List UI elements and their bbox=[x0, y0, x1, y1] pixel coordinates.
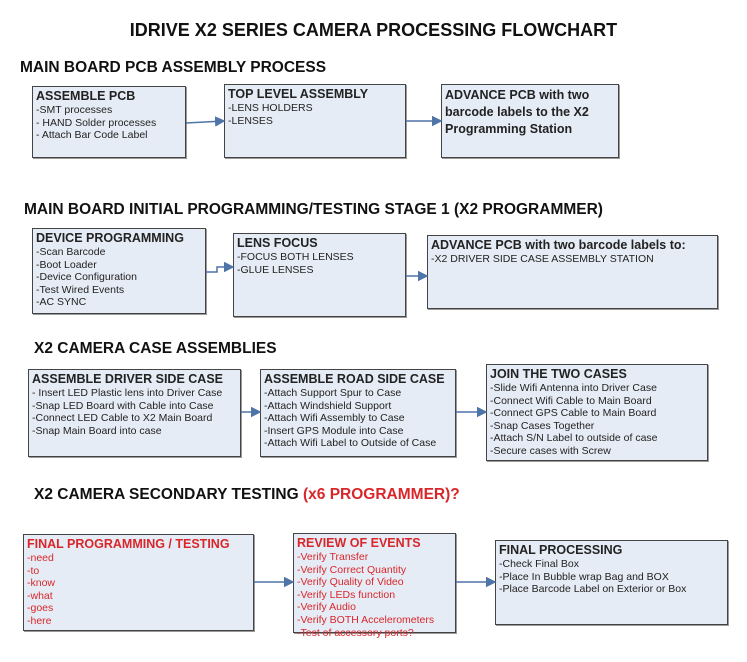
box-item: -FOCUS BOTH LENSES bbox=[237, 251, 354, 263]
box-item: -Verify Audio bbox=[297, 601, 356, 614]
process-box: TOP LEVEL ASSEMBLY-LENS HOLDERS-LENSES bbox=[224, 84, 406, 158]
page-title: IDRIVE X2 SERIES CAMERA PROCESSING FLOWC… bbox=[129, 20, 618, 40]
box-item: -Snap LED Board with Cable into Case bbox=[32, 399, 214, 412]
box-item: -Device Configuration bbox=[36, 271, 137, 284]
process-box: ASSEMBLE DRIVER SIDE CASE- Insert LED Pl… bbox=[28, 369, 241, 457]
box-item: -GLUE LENSES bbox=[237, 263, 314, 276]
box-item: -here bbox=[27, 614, 52, 627]
box-item: -Attach Wifi Label to Outside of Case bbox=[264, 437, 437, 450]
process-box: LENS FOCUS-FOCUS BOTH LENSES-GLUE LENSES bbox=[233, 233, 406, 317]
box-title: REVIEW OF EVENTS bbox=[297, 536, 421, 550]
section-heading: X2 CAMERA SECONDARY TESTING (x6 PROGRAMM… bbox=[34, 486, 460, 503]
box-item: -Connect Wifi Cable to Main Board bbox=[490, 394, 652, 407]
section-heading-red: (x6 PROGRAMMER)? bbox=[303, 486, 460, 503]
box-item: -Snap Cases Together bbox=[490, 419, 595, 432]
box-item: -what bbox=[27, 589, 53, 602]
box-item: -Verify LEDs function bbox=[297, 588, 396, 601]
box-item: -Test of accessory ports? bbox=[297, 626, 414, 639]
box-title: LENS FOCUS bbox=[237, 236, 318, 250]
box-item: -X2 DRIVER SIDE CASE ASSEMBLY STATION bbox=[431, 253, 654, 265]
box-title: DEVICE PROGRAMMING bbox=[36, 231, 184, 245]
box-title: JOIN THE TWO CASES bbox=[490, 367, 627, 381]
box-item: -Attach Wifi Assembly to Case bbox=[264, 412, 405, 425]
box-item: -need bbox=[27, 552, 54, 564]
box-item: -Connect GPS Cable to Main Board bbox=[490, 407, 657, 420]
box-item: -Slide Wifi Antenna into Driver Case bbox=[490, 382, 657, 394]
section-heading: MAIN BOARD PCB ASSEMBLY PROCESS bbox=[20, 59, 327, 76]
box-item: - Insert LED Plastic lens into Driver Ca… bbox=[32, 387, 223, 399]
box-title: FINAL PROCESSING bbox=[499, 543, 623, 557]
box-item: -Attach Windshield Support bbox=[264, 399, 392, 412]
box-item: -AC SYNC bbox=[36, 296, 87, 309]
process-box: ASSEMBLE ROAD SIDE CASE-Attach Support S… bbox=[260, 369, 456, 457]
process-box: ASSEMBLE PCB -SMT processes- HAND Solder… bbox=[32, 86, 186, 158]
box-item: -Place Barcode Label on Exterior or Box bbox=[499, 583, 687, 596]
arrow bbox=[206, 261, 235, 273]
box-title: ASSEMBLE DRIVER SIDE CASE bbox=[32, 372, 224, 386]
box-item: -Snap Main Board into case bbox=[32, 424, 162, 437]
process-box: DEVICE PROGRAMMING-Scan Barcode-Boot Loa… bbox=[32, 228, 206, 314]
arrow bbox=[185, 116, 226, 127]
box-item: -Check Final Box bbox=[499, 558, 579, 570]
section-heading: X2 CAMERA CASE ASSEMBLIES bbox=[34, 340, 277, 357]
box-item: -SMT processes bbox=[36, 104, 113, 116]
box-item: -Verify Correct Quantity bbox=[297, 563, 407, 576]
box-item: -Connect LED Cable to X2 Main Board bbox=[32, 412, 213, 425]
box-item: -Insert GPS Module into Case bbox=[264, 424, 404, 437]
box-item: -Scan Barcode bbox=[36, 246, 106, 258]
box-item: -LENSES bbox=[228, 114, 273, 127]
box-item: -Boot Loader bbox=[36, 258, 97, 271]
process-box: ADVANCE PCB with two barcode labels to t… bbox=[441, 84, 619, 158]
box-item: - Attach Bar Code Label bbox=[36, 129, 148, 142]
box-item: -Verify BOTH Accelerometers bbox=[297, 613, 435, 626]
box-item: -Test Wired Events bbox=[36, 283, 125, 296]
box-title: TOP LEVEL ASSEMBLY bbox=[228, 87, 369, 101]
box-item: - HAND Solder processes bbox=[36, 116, 157, 129]
box-item: -LENS HOLDERS bbox=[228, 102, 313, 114]
box-item: -know bbox=[27, 577, 56, 590]
box-item: -Place In Bubble wrap Bag and BOX bbox=[499, 570, 669, 583]
box-item: -Attach Support Spur to Case bbox=[264, 387, 402, 399]
process-box: REVIEW OF EVENTS-Verify Transfer-Verify … bbox=[293, 533, 456, 639]
box-title: ASSEMBLE PCB bbox=[36, 89, 136, 103]
box-item: -Verify Quality of Video bbox=[297, 576, 404, 589]
box-title: ADVANCE PCB with two barcode labels to t… bbox=[445, 88, 590, 136]
box-item: -Verify Transfer bbox=[297, 551, 369, 563]
box-item: -Secure cases with Screw bbox=[490, 444, 611, 457]
process-box: ADVANCE PCB with two barcode labels to:-… bbox=[427, 235, 718, 309]
process-box: FINAL PROGRAMMING / TESTING-need-to-know… bbox=[23, 534, 254, 631]
process-box: JOIN THE TWO CASES-Slide Wifi Antenna in… bbox=[486, 364, 708, 461]
box-item: -to bbox=[27, 564, 40, 577]
process-box: FINAL PROCESSING -Check Final Box-Place … bbox=[495, 540, 728, 625]
section-heading: MAIN BOARD INITIAL PROGRAMMING/TESTING S… bbox=[24, 201, 603, 218]
box-title: FINAL PROGRAMMING / TESTING bbox=[27, 537, 230, 551]
box-title: ASSEMBLE ROAD SIDE CASE bbox=[264, 372, 445, 386]
box-item: -goes bbox=[27, 602, 54, 615]
box-title: ADVANCE PCB with two barcode labels to: bbox=[431, 238, 686, 252]
box-item: -Attach S/N Label to outside of case bbox=[490, 432, 658, 445]
